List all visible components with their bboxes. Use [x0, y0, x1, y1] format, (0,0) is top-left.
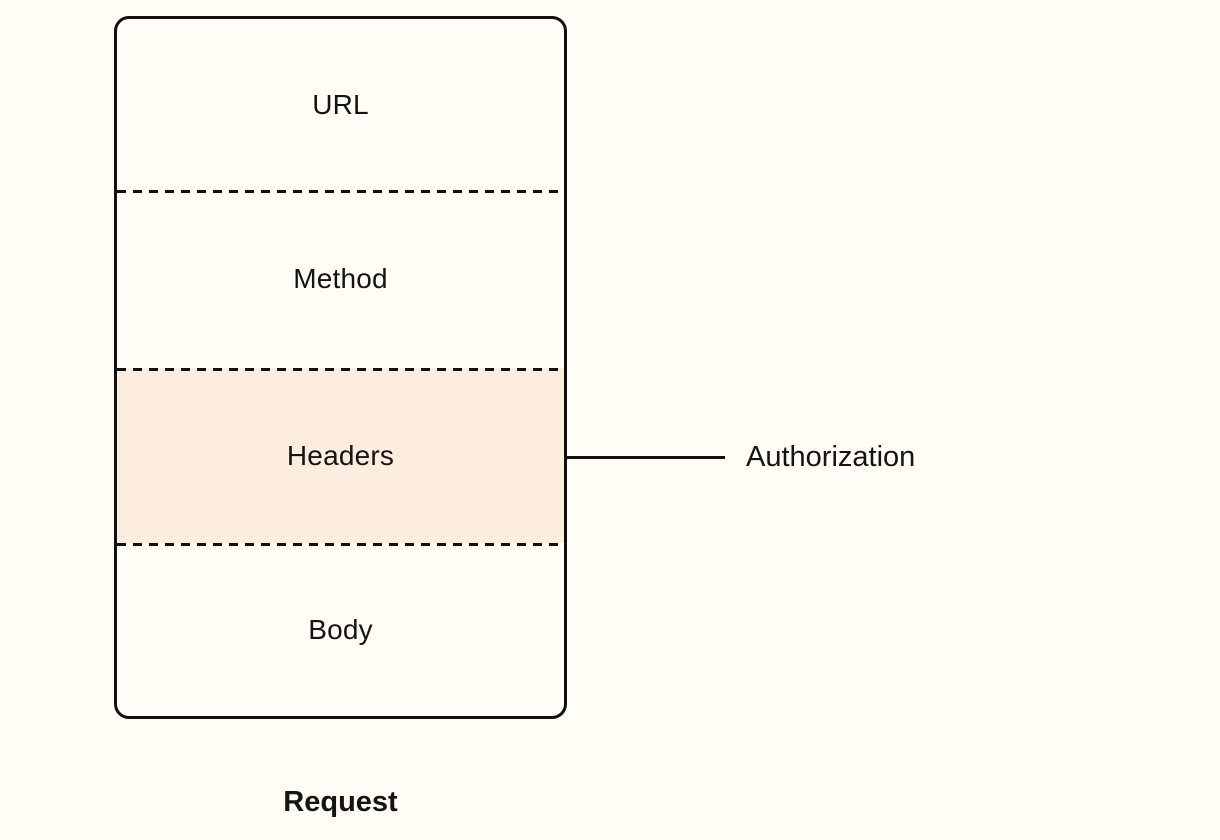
section-method-label: Method [293, 263, 388, 295]
section-headers: Headers [117, 368, 564, 543]
connector-line [564, 456, 725, 459]
section-url-label: URL [312, 88, 369, 120]
section-method: Method [117, 190, 564, 368]
section-body: Body [117, 543, 564, 716]
annotation-label: Authorization [746, 441, 916, 473]
diagram-caption: Request [283, 786, 398, 818]
request-box: URL Method Headers Body [114, 16, 567, 719]
section-headers-label: Headers [286, 439, 395, 471]
dashed-divider [117, 543, 564, 546]
dashed-divider [117, 190, 564, 193]
headers-annotation: Authorization [564, 440, 915, 475]
dashed-divider [117, 368, 564, 371]
section-url: URL [117, 19, 564, 190]
section-body-label: Body [308, 613, 373, 645]
